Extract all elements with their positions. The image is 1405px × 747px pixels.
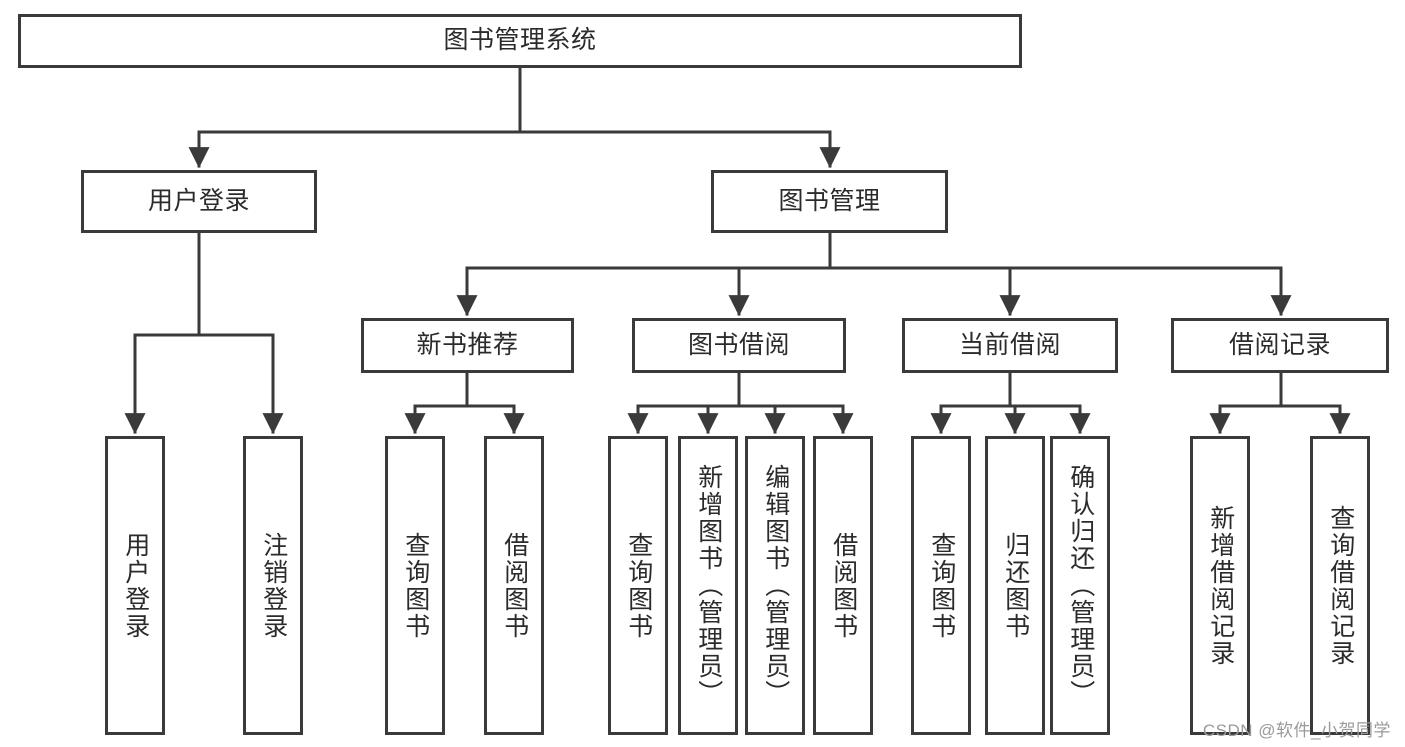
leaf-query-book-borrow-label: 查询图书 (624, 531, 653, 640)
node-borrow-record-label: 借阅记录 (1228, 330, 1331, 359)
leaf-query-borrow-record[interactable]: 查询借阅记录 (1310, 436, 1370, 735)
node-new-book-recommend[interactable]: 新书推荐 (361, 318, 574, 373)
leaf-add-borrow-record[interactable]: 新增借阅记录 (1190, 436, 1250, 735)
node-book-manage[interactable]: 图书管理 (711, 170, 948, 233)
leaf-return-book-label: 归还图书 (1001, 531, 1030, 640)
leaf-confirm-return-admin-label: 确认归还（管理员） (1066, 464, 1095, 707)
leaf-query-book-current-label: 查询图书 (927, 531, 956, 640)
leaf-add-book-admin[interactable]: 新增图书（管理员） (678, 436, 738, 735)
node-book-manage-label: 图书管理 (778, 186, 881, 215)
node-book-borrow-label: 图书借阅 (687, 330, 790, 359)
node-current-borrow-label: 当前借阅 (958, 330, 1061, 359)
leaf-borrow-book-recommend[interactable]: 借阅图书 (484, 436, 544, 735)
leaf-edit-book-admin[interactable]: 编辑图书（管理员） (745, 436, 805, 735)
leaf-borrow-book[interactable]: 借阅图书 (813, 436, 873, 735)
node-current-borrow[interactable]: 当前借阅 (902, 318, 1118, 373)
node-root-system-label: 图书管理系统 (443, 26, 597, 55)
leaf-logout-login[interactable]: 注销登录 (243, 436, 303, 735)
leaf-query-book-borrow[interactable]: 查询图书 (608, 436, 668, 735)
leaf-borrow-book-label: 借阅图书 (829, 531, 858, 640)
leaf-add-book-admin-label: 新增图书（管理员） (694, 464, 723, 707)
node-book-borrow[interactable]: 图书借阅 (632, 318, 846, 373)
node-new-book-recommend-label: 新书推荐 (416, 330, 519, 359)
leaf-user-login-label: 用户登录 (121, 531, 150, 640)
leaf-query-book-current[interactable]: 查询图书 (911, 436, 971, 735)
leaf-query-book-recommend-label: 查询图书 (401, 531, 430, 640)
node-user-login[interactable]: 用户登录 (81, 170, 317, 233)
leaf-query-book-recommend[interactable]: 查询图书 (385, 436, 445, 735)
leaf-user-login[interactable]: 用户登录 (105, 436, 165, 735)
leaf-borrow-book-recommend-label: 借阅图书 (500, 531, 529, 640)
node-user-login-label: 用户登录 (147, 186, 250, 215)
leaf-logout-login-label: 注销登录 (259, 531, 288, 640)
node-root-system[interactable]: 图书管理系统 (18, 14, 1022, 68)
leaf-add-borrow-record-label: 新增借阅记录 (1206, 504, 1235, 667)
leaf-edit-book-admin-label: 编辑图书（管理员） (761, 464, 790, 707)
node-borrow-record[interactable]: 借阅记录 (1171, 318, 1389, 373)
leaf-confirm-return-admin[interactable]: 确认归还（管理员） (1050, 436, 1110, 735)
leaf-query-borrow-record-label: 查询借阅记录 (1326, 504, 1355, 667)
leaf-return-book[interactable]: 归还图书 (985, 436, 1045, 735)
